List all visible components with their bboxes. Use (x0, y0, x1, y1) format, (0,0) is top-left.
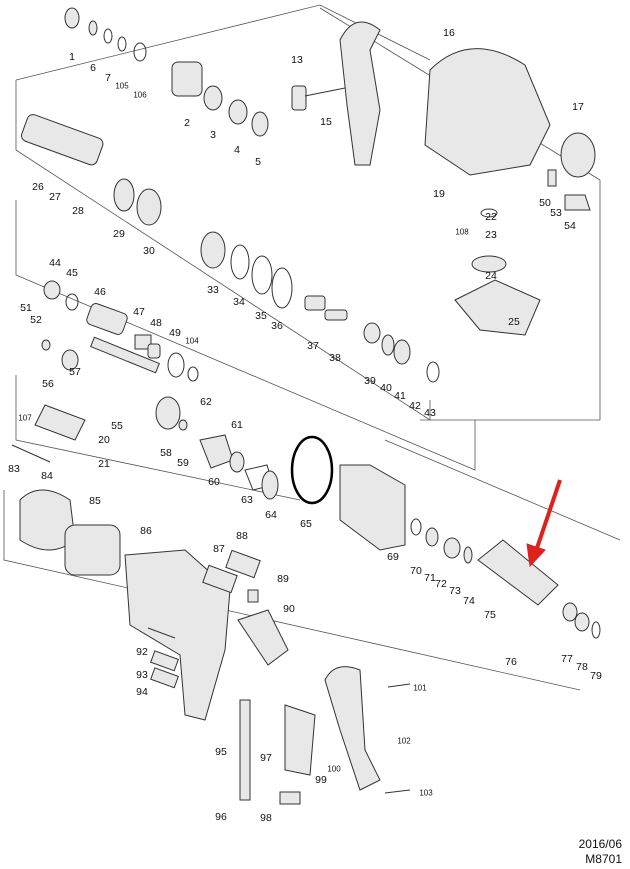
part-label-83: 83 (8, 463, 20, 475)
part-label-15: 15 (320, 116, 332, 128)
part-label-58: 58 (160, 447, 172, 459)
part-label-103: 103 (419, 788, 433, 798)
part-label-63: 63 (241, 494, 253, 506)
part-label-56: 56 (42, 378, 54, 390)
part-label-21: 21 (98, 458, 110, 470)
part-label-76: 76 (505, 656, 517, 668)
part-label-47: 47 (133, 306, 145, 318)
part-label-1: 1 (69, 51, 75, 63)
part-label-102: 102 (397, 736, 411, 746)
part-label-98: 98 (260, 812, 272, 824)
part-label-2: 2 (184, 117, 190, 129)
part-label-54: 54 (564, 220, 576, 232)
part-label-55: 55 (111, 420, 123, 432)
part-label-72: 72 (435, 578, 447, 590)
part-label-94: 94 (136, 686, 148, 698)
part-label-73: 73 (449, 585, 461, 597)
part-label-87: 87 (213, 543, 225, 555)
part-label-40: 40 (380, 382, 392, 394)
part-label-77: 77 (561, 653, 573, 665)
part-label-39: 39 (364, 375, 376, 387)
part-label-43: 43 (424, 407, 436, 419)
part-label-37: 37 (307, 340, 319, 352)
part-label-20: 20 (98, 434, 110, 446)
part-label-78: 78 (576, 661, 588, 673)
part-label-29: 29 (113, 228, 125, 240)
highlight-arrow-icon (526, 479, 562, 568)
part-label-42: 42 (409, 400, 421, 412)
part-label-86: 86 (140, 525, 152, 537)
part-label-84: 84 (41, 470, 53, 482)
part-label-75: 75 (484, 609, 496, 621)
part-label-4: 4 (234, 144, 240, 156)
part-label-35: 35 (255, 310, 267, 322)
model-code: M8701 (585, 852, 622, 866)
part-label-3: 3 (210, 129, 216, 141)
part-label-88: 88 (236, 530, 248, 542)
part-label-65: 65 (300, 518, 312, 530)
part-label-17: 17 (572, 101, 584, 113)
part-label-24: 24 (485, 270, 497, 282)
part-label-51: 51 (20, 302, 32, 314)
part-label-49: 49 (169, 327, 181, 339)
part-label-41: 41 (394, 390, 406, 402)
part-label-45: 45 (66, 267, 78, 279)
part-label-100: 100 (327, 764, 341, 774)
part-label-62: 62 (200, 396, 212, 408)
part-label-44: 44 (49, 257, 61, 269)
part-label-95: 95 (215, 746, 227, 758)
part-label-33: 33 (207, 284, 219, 296)
part-label-93: 93 (136, 669, 148, 681)
part-label-27: 27 (49, 191, 61, 203)
part-label-107: 107 (18, 413, 32, 423)
part-label-69: 69 (387, 551, 399, 563)
part-label-7: 7 (105, 72, 111, 84)
part-label-26: 26 (32, 181, 44, 193)
part-label-38: 38 (329, 352, 341, 364)
part-label-105: 105 (115, 81, 129, 91)
part-label-90: 90 (283, 603, 295, 615)
part-label-79: 79 (590, 670, 602, 682)
part-label-97: 97 (260, 752, 272, 764)
part-label-101: 101 (413, 683, 427, 693)
part-label-19: 19 (433, 188, 445, 200)
part-label-16: 16 (443, 27, 455, 39)
part-label-106: 106 (133, 90, 147, 100)
part-label-52: 52 (30, 314, 42, 326)
part-label-36: 36 (271, 320, 283, 332)
part-label-30: 30 (143, 245, 155, 257)
part-label-59: 59 (177, 457, 189, 469)
part-label-28: 28 (72, 205, 84, 217)
part-label-25: 25 (508, 316, 520, 328)
part-label-53: 53 (550, 207, 562, 219)
part-label-85: 85 (89, 495, 101, 507)
part-label-92: 92 (136, 646, 148, 658)
part-label-5: 5 (255, 156, 261, 168)
part-label-48: 48 (150, 317, 162, 329)
part-label-57: 57 (69, 366, 81, 378)
part-label-108: 108 (455, 227, 469, 237)
part-label-74: 74 (463, 595, 475, 607)
revision-date: 2016/06 (578, 837, 622, 851)
part-label-71: 71 (424, 572, 436, 584)
part-shapes (11, 7, 601, 805)
part-label-70: 70 (410, 565, 422, 577)
part-label-6: 6 (90, 62, 96, 74)
part-label-46: 46 (94, 286, 106, 298)
part-label-34: 34 (233, 296, 245, 308)
part-label-22: 22 (485, 211, 497, 223)
part-label-64: 64 (265, 509, 277, 521)
part-label-104: 104 (185, 336, 199, 346)
part-label-89: 89 (277, 573, 289, 585)
part-label-50: 50 (539, 197, 551, 209)
part-label-61: 61 (231, 419, 243, 431)
part-label-96: 96 (215, 811, 227, 823)
part-label-99: 99 (315, 774, 327, 786)
part-label-60: 60 (208, 476, 220, 488)
part-label-23: 23 (485, 229, 497, 241)
part-label-13: 13 (291, 54, 303, 66)
